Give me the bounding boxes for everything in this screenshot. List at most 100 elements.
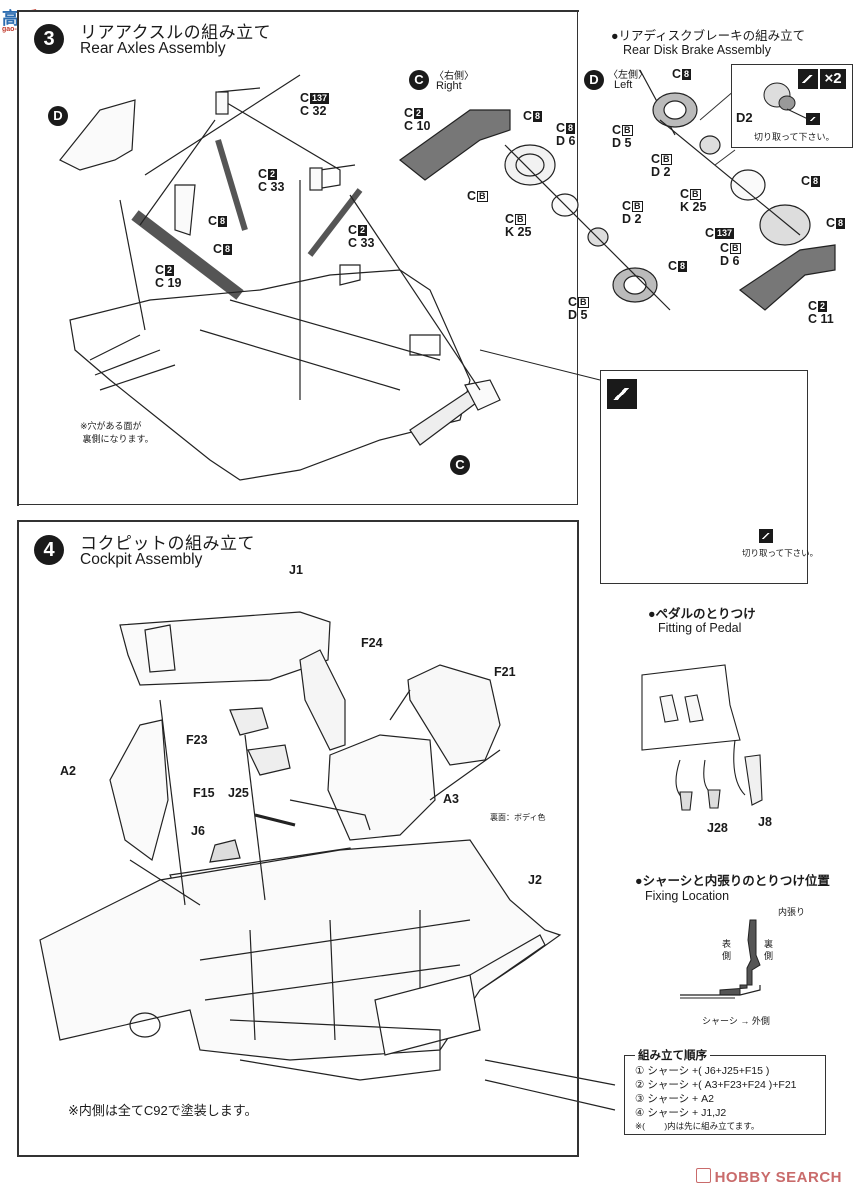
part-f24 [299,649,346,751]
label-j6: J6 [191,824,205,838]
rear-axle-drawing [59,74,601,481]
pedal-drawing [641,664,763,811]
pedal-title-en: Fitting of Pedal [658,621,742,635]
part-a2 [109,719,169,862]
step3-top-border [17,10,579,12]
rear-arm-left [59,99,136,171]
fixing-drawing [680,919,761,999]
step4-right-border [577,520,579,1156]
hobby-search-logo-icon [695,1168,711,1183]
step3-panel [17,10,578,505]
rear-wheel-hub [129,1012,161,1038]
sequence-step-3: ③ シャーシ + A2 [635,1093,714,1105]
label-j1: J1 [289,563,303,577]
part-f23-b [247,744,291,776]
left-side-jp: 〈左側〉 [608,70,648,81]
watermark-text: HOBBY SEARCH [714,1169,842,1186]
chassis-tub [39,839,562,1061]
label-j2: J2 [528,873,542,887]
axle-beam-c19 [131,210,244,300]
cut-mark-icon-inset [759,529,773,543]
label-inner-lining: 内張り [778,907,806,917]
cut-note: 切り取って下さい。 [754,132,835,142]
label-f24: F24 [361,636,383,650]
left-marker-d: D [584,70,604,90]
label-j8: J8 [758,815,772,829]
sequence-title: 組み立て順序 [635,1047,710,1063]
fixing-title-en: Fixing Location [645,889,730,903]
right-marker-c: C [409,70,429,90]
logo-char-1: 高 [2,9,19,28]
disk-brake-title-en: Rear Disk Brake Assembly [623,43,771,57]
label-a2: A2 [60,764,76,778]
label-f23: F23 [186,733,208,747]
step4-number: 4 [34,535,64,565]
label-f15: F15 [193,786,215,800]
hobby-search-watermark: HOBBY SEARCH [695,1168,842,1186]
d2-cut-inset: ×2 D2 切り取って下さい。 [731,64,853,148]
disk-brake-title-jp: ●リアディスクブレーキの組み立て [611,29,806,43]
label-back-side: 裏側 [764,939,774,961]
assembly-sequence-box: 組み立て順序 ① シャーシ +( J6+J25+F15 ) ② シャーシ +( … [624,1047,826,1135]
stabilizer-bar [217,87,356,191]
cut-mark-icon-small [806,113,820,125]
back-side-note: 裏面：ボディ色 [490,813,546,822]
marker-c: C [450,455,470,475]
part-j2-panel [374,974,481,1056]
cut-inset-note: 切り取って下さい。 [742,548,819,558]
marker-d: D [48,106,68,126]
step3-title-en: Rear Axles Assembly [80,40,226,57]
part-f21 [407,664,501,766]
step3-number: 3 [34,24,64,54]
label-j25: J25 [228,786,249,800]
label-j28: J28 [707,821,728,835]
cockpit-drawing [39,611,616,1111]
quantity-badge: ×2 [820,69,846,89]
hole-note: ※穴がある面が 裏側になります。 [80,421,154,444]
sequence-step-2: ② シャーシ +( A3+F23+F24 )+F21 [635,1079,797,1091]
label-f21: F21 [494,665,516,679]
step4-bottom-border [17,1155,579,1157]
d2-label: D2 [736,110,753,125]
paint-note: ※内側は全てC92で塗装します。 [68,1103,258,1118]
part-j1 [119,611,331,686]
cut-mark-icon [798,69,818,89]
sequence-note: ※( )内は先に組み立てます。 [635,1121,760,1131]
right-side-en: Right [436,80,462,92]
right-brake-drawing [399,109,671,311]
part-a3 [327,734,436,841]
pedal-title-jp: ●ペダルのとりつけ [648,607,756,621]
shock-absorber-1 [215,139,248,231]
sequence-step-4: ④ シャーシ + J1,J2 [635,1107,727,1119]
sequence-step-1: ① シャーシ +( J6+J25+F15 ) [635,1065,770,1077]
step4-left-border [17,520,19,1156]
label-a3: A3 [443,792,459,806]
step4-title-en: Cockpit Assembly [80,551,203,568]
cut-inset-panel: 切り取って下さい。 [600,370,818,584]
left-side-en: Left [614,79,633,91]
label-chassis-outside: シャーシ → 外側 [702,1016,770,1026]
fixing-title-jp: ●シャーシと内張りのとりつけ位置 [635,874,830,888]
step3-left-border [17,10,19,506]
right-side-jp: 〈右側〉 [434,71,474,82]
